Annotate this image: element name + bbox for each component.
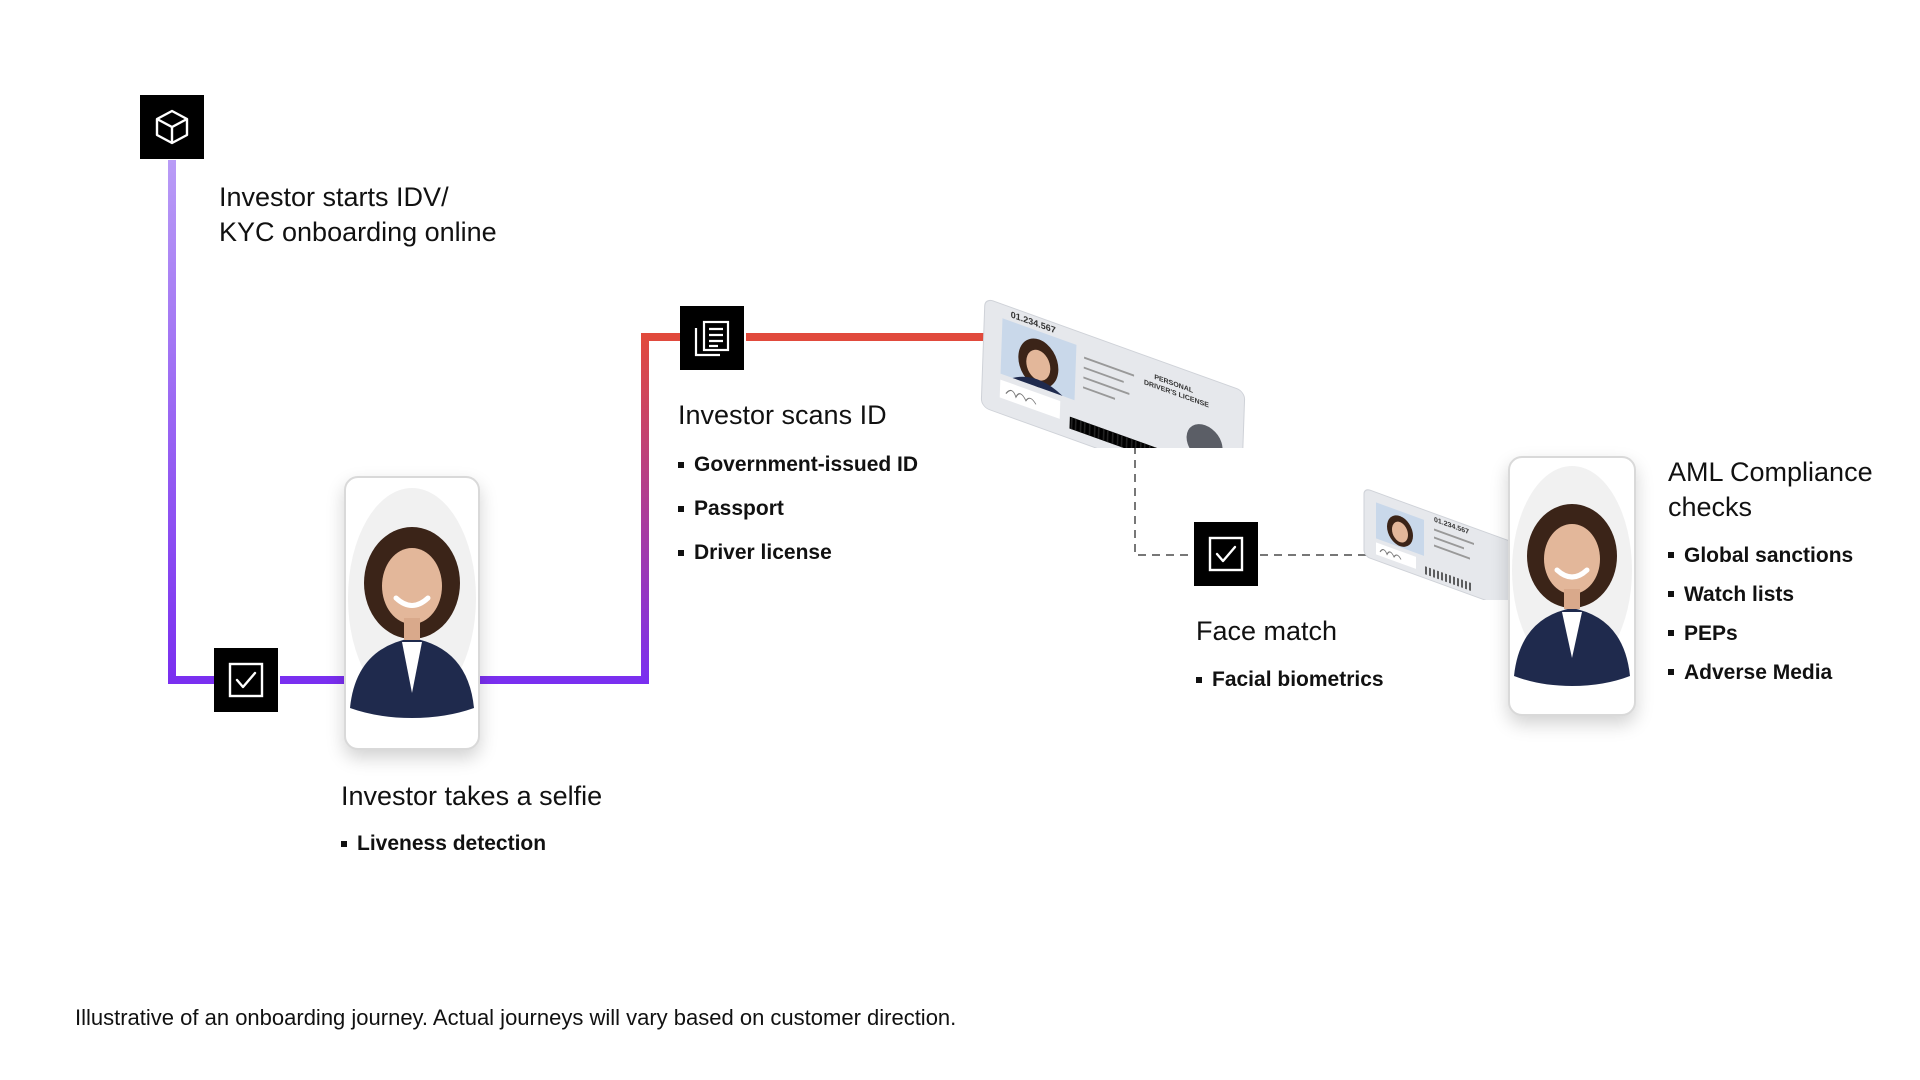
step-start-title-line2: KYC onboarding online (219, 217, 497, 247)
step-facematch-title: Face match (1196, 616, 1338, 646)
bullet-government-id: Government-issued ID (678, 443, 918, 487)
step-aml-bullets: Global sanctions Watch lists PEPs Advers… (1668, 536, 1853, 692)
step-aml-title-line2: checks (1668, 492, 1753, 522)
step-start-title-line1: Investor starts IDV/ (219, 182, 449, 212)
aml-portrait (1512, 466, 1632, 686)
bullet-global-sanctions: Global sanctions (1668, 536, 1853, 575)
bullet-peps: PEPs (1668, 614, 1853, 653)
step-scan-title: Investor scans ID (678, 400, 887, 430)
step-aml-title: AML Compliance checks (1668, 455, 1873, 525)
aml-phone (1508, 456, 1636, 716)
connector-selfie-to-scan (478, 333, 690, 684)
cube-icon (155, 109, 189, 145)
bullet-adverse-media: Adverse Media (1668, 653, 1853, 692)
document-icon (694, 320, 730, 357)
id-card-small: 01.234.567 (1358, 470, 1528, 613)
bullet-passport: Passport (678, 487, 918, 531)
selfie-portrait (348, 488, 476, 718)
checkbox-icon (228, 662, 264, 698)
step-selfie-title: Investor takes a selfie (341, 781, 603, 811)
cube-icon-box (140, 95, 204, 159)
step-facematch-bullets: Facial biometrics (1196, 658, 1384, 702)
selfie-phone (344, 476, 480, 750)
footer-disclaimer: Illustrative of an onboarding journey. A… (75, 1005, 957, 1030)
step-start-title: Investor starts IDV/ KYC onboarding onli… (219, 180, 497, 250)
step-selfie-bullets: Liveness detection (341, 822, 546, 866)
document-icon-box (680, 306, 744, 370)
bullet-facial-biometrics: Facial biometrics (1196, 658, 1384, 702)
id-card: 01.234.567 PERSONAL DRIVER'S LICENSE CLA… (975, 278, 1265, 499)
bullet-driver-license: Driver license (678, 531, 918, 575)
checkbox-icon (1208, 536, 1244, 572)
bullet-watch-lists: Watch lists (1668, 575, 1853, 614)
selfie-checkbox-box (214, 648, 278, 712)
dashed-card-to-facematch (1134, 432, 1194, 556)
step-scan-bullets: Government-issued ID Passport Driver lic… (678, 443, 918, 575)
facematch-checkbox-box (1194, 522, 1258, 586)
bullet-liveness-detection: Liveness detection (341, 822, 546, 866)
step-aml-title-line1: AML Compliance (1668, 457, 1873, 487)
